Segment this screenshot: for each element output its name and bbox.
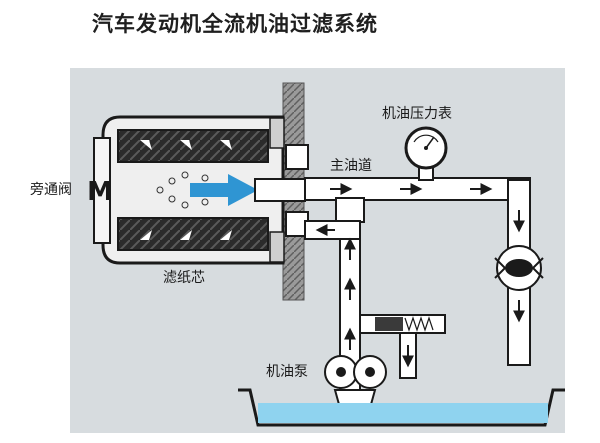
core-hole (201, 174, 209, 182)
oil-sump-pan (238, 388, 565, 427)
diagram-title: 汽车发动机全流机油过滤系统 (92, 12, 378, 36)
oil-pump (324, 355, 387, 409)
label-oil-pump: 机油泵 (266, 364, 308, 380)
junction-block (335, 197, 365, 223)
label-main-gallery: 主油道 (330, 158, 372, 174)
filter-paper-bottom (117, 217, 269, 251)
core-hole (181, 171, 189, 179)
oil-pressure-gauge (404, 126, 448, 170)
filter-seal-bottom (269, 231, 285, 263)
flow-arrow-top-2 (180, 140, 192, 150)
core-hole (168, 177, 176, 185)
core-hole (168, 195, 176, 203)
filter-seal-top (269, 117, 285, 149)
oil-flow-arrow (190, 174, 258, 206)
core-hole (156, 186, 164, 194)
inlet-fitting-top (285, 144, 309, 170)
filter-paper-top (117, 129, 269, 163)
label-filter-paper: 滤纸芯 (163, 270, 205, 286)
core-hole (201, 198, 209, 206)
filter-end-cap (93, 137, 111, 244)
flow-arrow-top-1 (140, 140, 152, 150)
flow-arrow-bottom-3 (220, 230, 232, 240)
oil-filter: M (87, 115, 306, 265)
flow-arrow-bottom-2 (180, 230, 192, 240)
filter-outlet-tube (254, 178, 306, 202)
flow-arrow-bottom-1 (140, 230, 152, 240)
core-hole (181, 201, 189, 209)
oil-sump-fluid (258, 403, 548, 423)
bypass-valve-m-symbol: M (87, 177, 113, 207)
flow-arrow-top-3 (220, 140, 232, 150)
label-pressure-gauge: 机油压力表 (382, 106, 452, 122)
label-bypass-valve: 旁通阀 (30, 181, 72, 198)
flow-rotor (494, 245, 544, 291)
